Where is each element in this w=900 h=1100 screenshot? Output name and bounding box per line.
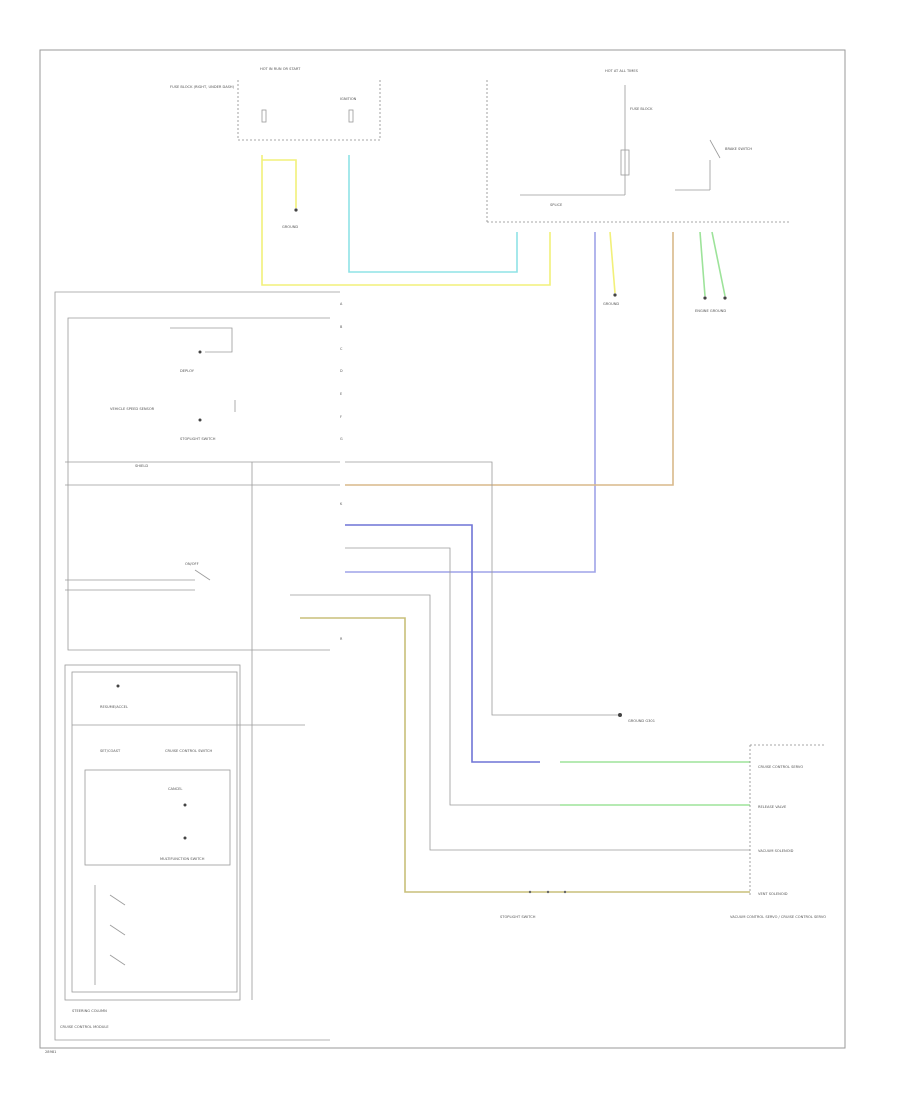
pin-9: R: [340, 637, 343, 641]
onoff-switch: [194, 569, 211, 581]
conn-dot-1: [528, 890, 532, 894]
wire-gray-1: [345, 461, 620, 716]
pin-2: B: [340, 325, 343, 329]
label-resume: RESUME/ACCEL: [100, 705, 128, 709]
label-cruise-switch: CRUISE CONTROL SWITCH: [165, 749, 212, 753]
label-onoff: ON/OFF: [185, 562, 199, 566]
brake-switch-contact: [709, 139, 721, 159]
deploy-ground: [198, 350, 202, 354]
ground-symbol-1: [294, 208, 298, 212]
wire-olive: [300, 617, 750, 893]
fuse-left: [261, 109, 267, 123]
label-vacuum: VACUUM SOLENOID: [758, 849, 794, 853]
pin-8: K: [340, 502, 343, 506]
wire-gray-2: [345, 547, 560, 806]
pin-1: A: [340, 302, 343, 306]
cruise-switch-inner: [71, 671, 238, 993]
label-cc-module: CRUISE CONTROL MODULE: [60, 1025, 109, 1029]
label-release: RELEASE VALVE: [758, 805, 787, 809]
label-servo: CRUISE CONTROL SERVO: [758, 765, 803, 769]
vss-dot: [198, 418, 202, 422]
diagram-frame: [39, 49, 846, 1049]
ground-symbol-3: [703, 296, 707, 300]
label-cancel: CANCEL: [168, 787, 182, 791]
label-splice: SPLICE: [550, 203, 563, 207]
pin-5: E: [340, 392, 342, 396]
label-multifunction: MULTIFUNCTION SWITCH: [160, 857, 205, 861]
label-brake-switch: BRAKE SWITCH: [725, 147, 752, 151]
label-stoplight: STOPLIGHT SWITCH: [180, 437, 216, 441]
label-fuse-left: FUSE BLOCK (RIGHT, UNDER DASH): [170, 85, 235, 89]
label-vss: VEHICLE SPEED SENSOR: [110, 407, 155, 411]
label-hot-in-start: HOT IN RUN OR START: [260, 67, 301, 71]
wire-yellow-branch: [262, 159, 297, 208]
label-ground-1: GROUND: [282, 225, 298, 229]
wire-cyan: [348, 155, 518, 273]
switch-contact-1: [109, 894, 126, 906]
fuse-right-element: [620, 149, 630, 176]
cc-module-outline: [54, 291, 340, 1041]
label-ignition: IGNITION: [340, 97, 357, 101]
ground-symbol-4: [723, 296, 727, 300]
label-engine-ground: ENGINE GROUND: [695, 309, 726, 313]
wire-darkblue: [345, 524, 540, 763]
deploy-bracket: [170, 327, 233, 353]
label-ground-g: GROUND G301: [628, 719, 655, 723]
switch-sub-box: [84, 769, 231, 866]
switch-contact-3: [109, 954, 126, 966]
wire-green-2: [711, 231, 726, 297]
cc-inner-outline: [67, 317, 330, 651]
pin-3: C: [340, 347, 343, 351]
switch-contact-2: [109, 924, 126, 936]
wire-green-1: [699, 231, 706, 297]
ground-symbol-splice: [618, 713, 622, 717]
figure-id: 28981: [45, 1050, 56, 1054]
label-servo-note: VACUUM CONTROL SERVO / CRUISE CONTROL SE…: [730, 915, 826, 919]
pin-6: F: [340, 415, 342, 419]
label-ground-2: GROUND: [603, 302, 619, 306]
label-deploy: DEPLOY: [180, 369, 195, 373]
label-hot-at-all-times: HOT AT ALL TIMES: [605, 69, 639, 73]
label-bottom-connector: STOPLIGHT SWITCH: [500, 915, 536, 919]
wire-yellow: [261, 155, 551, 286]
label-setcoast: SET/COAST: [100, 749, 121, 753]
label-fuse-right: FUSE BLOCK: [630, 107, 653, 111]
conn-dot-2: [546, 890, 550, 894]
cancel-dot: [183, 803, 187, 807]
wire-tan: [345, 232, 674, 486]
label-steering: STEERING COLUMN: [72, 1009, 107, 1013]
ground-symbol-2: [613, 293, 617, 297]
label-shield: SHIELD: [135, 464, 148, 468]
wire-gray-3: [290, 594, 750, 851]
conn-dot-3: [563, 890, 567, 894]
fuse-middle: [348, 109, 354, 123]
cancel-dot-2: [183, 836, 187, 840]
wire-blue: [345, 232, 596, 573]
label-vent: VENT SOLENOID: [758, 892, 788, 896]
pin-7: G: [340, 437, 343, 441]
resume-dot: [116, 684, 120, 688]
cruise-switch-outer: [64, 664, 241, 1001]
wire-yellow-right: [609, 231, 616, 294]
pin-4: D: [340, 369, 343, 373]
